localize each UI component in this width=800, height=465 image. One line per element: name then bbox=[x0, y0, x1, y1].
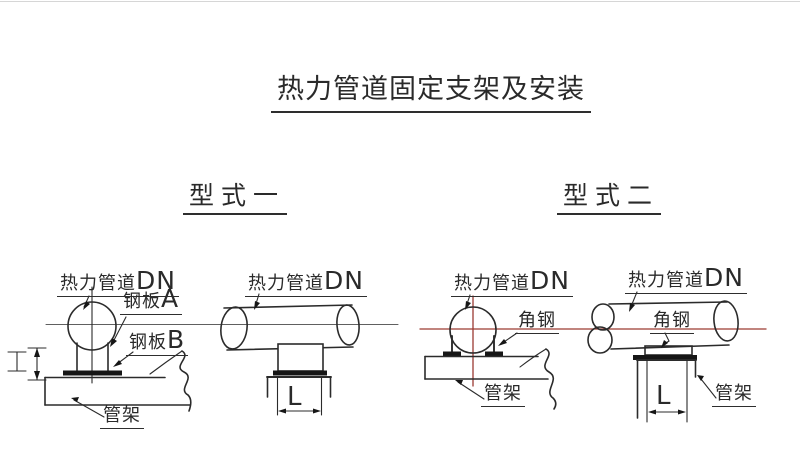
pipe-size-code: DN bbox=[530, 266, 570, 295]
label-angle-steel-t2-side: 角钢 bbox=[650, 308, 694, 334]
plate-height-dimension bbox=[27, 347, 47, 381]
pipe-section-circle bbox=[449, 306, 497, 354]
type2-heading: 型式二 bbox=[557, 181, 662, 215]
rack-label-text: 管架 bbox=[715, 383, 753, 404]
rack-label-text: 管架 bbox=[484, 383, 522, 404]
pipe-size-code: DN bbox=[136, 266, 176, 295]
pipe-size-code: DN bbox=[704, 263, 744, 292]
label-pipe-dn-t2-front: 热力管道DN bbox=[451, 268, 573, 297]
type1-heading: 型式一 bbox=[183, 181, 288, 215]
type1-front-view bbox=[7, 286, 192, 418]
label-pipe-rack-t2-side: 管架 bbox=[712, 381, 756, 407]
length-dimension-type1 bbox=[278, 408, 321, 414]
label-angle-steel-t2-front: 角钢 bbox=[515, 308, 559, 334]
type1-front-leaders bbox=[71, 295, 134, 418]
pipe-label-text: 热力管道 bbox=[628, 270, 704, 291]
plate-label-text: 钢板 bbox=[123, 291, 161, 312]
length-dim-label-t1: L bbox=[287, 382, 302, 412]
label-pipe-rack-t1: 管架 bbox=[100, 403, 144, 429]
saddle-plate bbox=[277, 343, 324, 372]
base-plate-b bbox=[63, 370, 122, 376]
length-dim-label-t2: L bbox=[656, 381, 671, 411]
label-pipe-dn-t1-front: 热力管道DN bbox=[57, 268, 179, 297]
pipe-label-text: 热力管道 bbox=[454, 273, 530, 294]
pipe-size-code: DN bbox=[324, 266, 364, 295]
type2-front-view bbox=[424, 294, 557, 410]
pipe-label-text: 热力管道 bbox=[248, 273, 324, 294]
label-pipe-rack-t2-front: 管架 bbox=[481, 381, 525, 407]
sheet-top-border bbox=[0, 1, 800, 2]
length-dimension-type2 bbox=[648, 409, 686, 415]
page-title: 热力管道固定支架及安装 bbox=[271, 72, 591, 113]
pipe-section-circle bbox=[67, 301, 117, 351]
pipe-label-text: 热力管道 bbox=[60, 273, 136, 294]
base-plate bbox=[273, 370, 327, 376]
label-pipe-dn-t1-side: 热力管道DN bbox=[245, 268, 367, 297]
i-beam-symbol-icon bbox=[7, 351, 27, 372]
type1-side-view bbox=[220, 293, 360, 416]
label-steel-plate-a: 钢板A bbox=[120, 284, 183, 315]
plate-mark-b: B bbox=[167, 325, 186, 354]
rack-label-text: 管架 bbox=[103, 405, 141, 426]
type2-side-leaders bbox=[629, 291, 717, 399]
plate-label-text: 钢板 bbox=[129, 332, 167, 353]
angle-steel-text: 角钢 bbox=[653, 310, 691, 331]
angle-steel-text: 角钢 bbox=[518, 310, 556, 331]
label-steel-plate-b: 钢板B bbox=[126, 325, 189, 356]
label-pipe-dn-t2-side: 热力管道DN bbox=[625, 265, 747, 294]
type2-side-view bbox=[587, 291, 739, 423]
type2-front-leaders bbox=[455, 294, 518, 400]
plate-mark-a: A bbox=[161, 284, 180, 313]
